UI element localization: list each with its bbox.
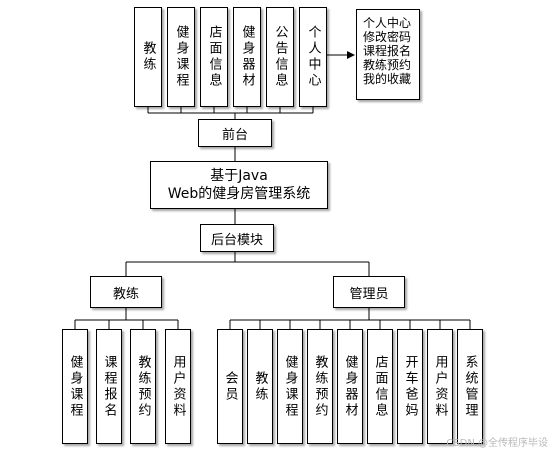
- backend-node: 后台模块: [200, 224, 274, 252]
- coach-booking-item: 教练预约: [363, 58, 412, 72]
- admin-module-coach: 教练: [247, 329, 273, 444]
- admin-module-system-management: 系统管理: [457, 329, 483, 444]
- frontend-node: 前台: [198, 119, 272, 147]
- frontend-module-announcement: 公告信息: [266, 7, 294, 107]
- coach-module-coach-booking: 教练预约: [130, 329, 156, 444]
- my-favorites-item: 我的收藏: [363, 72, 412, 86]
- personal-center-submenu: 个人中心 修改密码 课程报名 教练预约 我的收藏: [356, 9, 420, 100]
- frontend-module-personal-center: 个人中心: [299, 7, 327, 107]
- admin-module-store-info: 店面信息: [367, 329, 393, 444]
- coach-module-fitness-course: 健身课程: [62, 329, 88, 444]
- personal-center-item: 个人中心: [363, 16, 412, 30]
- frontend-module-store-info: 店面信息: [200, 7, 228, 107]
- admin-module-coach-booking: 教练预约: [307, 329, 333, 444]
- course-signup-item: 课程报名: [363, 44, 412, 58]
- system-title-line1: 基于Java: [210, 168, 268, 184]
- admin-module-equipment: 健身器材: [337, 329, 363, 444]
- admin-module-member: 会员: [217, 329, 243, 444]
- frontend-module-coach: 教练: [134, 7, 162, 107]
- change-password-item: 修改密码: [363, 30, 412, 44]
- admin-node: 管理员: [333, 276, 405, 308]
- admin-module-user-profile: 用户资料: [427, 329, 453, 444]
- system-root-node: 基于Java Web的健身房管理系统: [150, 161, 328, 209]
- frontend-module-equipment: 健身器材: [233, 7, 261, 107]
- watermark: CSDN @全传程序毕设: [446, 438, 548, 449]
- admin-module-fitness-course: 健身课程: [277, 329, 303, 444]
- admin-module-kaiche-bama: 开车爸妈: [397, 329, 423, 444]
- coach-module-course-signup: 课程报名: [96, 329, 122, 444]
- coach-module-user-profile: 用户资料: [165, 329, 191, 444]
- system-title-line2: Web的健身房管理系统: [167, 186, 311, 202]
- coach-node: 教练: [90, 276, 162, 308]
- frontend-module-fitness-course: 健身课程: [167, 7, 195, 107]
